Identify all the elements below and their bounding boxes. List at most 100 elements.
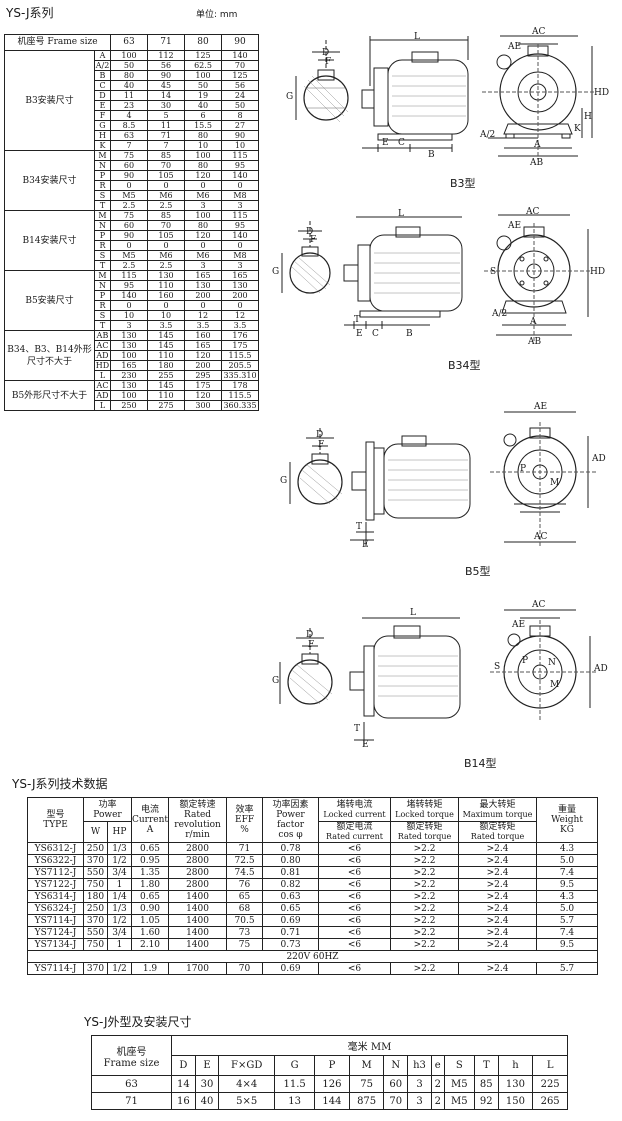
b5-caption: B5型 [465, 565, 491, 578]
dim-value: 3.5 [221, 320, 259, 331]
tech-cell: 3/4 [107, 866, 132, 879]
dim-value: 85 [147, 150, 185, 161]
dim-value: 8.5 [110, 120, 148, 131]
install-col-header: T [473, 1055, 499, 1076]
dim-code: G [94, 120, 111, 131]
dim-value: 4 [110, 110, 148, 121]
tech-cell: 180 [83, 890, 108, 903]
tech-cell: >2.2 [390, 902, 460, 915]
label-a: A [530, 317, 537, 327]
tech-cell: 7.4 [536, 866, 598, 879]
tech-cell: >2.4 [458, 866, 538, 879]
tech-cell: >2.2 [390, 914, 460, 927]
label-b: B [428, 150, 435, 160]
dim-value: 7 [147, 140, 185, 151]
label-d: D [316, 430, 324, 440]
install-value: 3 [407, 1075, 432, 1093]
dim-value: 200 [221, 290, 259, 301]
tech-cell: 750 [83, 878, 108, 891]
tech-cell: <6 [318, 902, 392, 915]
tech-cell: 0.63 [262, 890, 320, 903]
tech-cell: 0.90 [130, 902, 170, 915]
dim-code: AB [94, 330, 111, 341]
label-ab: AB [528, 337, 542, 347]
dim-group-label: B34安装尺寸 [4, 150, 95, 211]
dim-code: M [94, 210, 111, 221]
tech-cell: >2.2 [390, 842, 460, 855]
dim-value: 90 [221, 130, 259, 141]
dim-value: 6 [184, 110, 222, 121]
tech-cell: 7.4 [536, 926, 598, 939]
dim-value: 63 [110, 130, 148, 141]
label-f: F [310, 235, 317, 245]
tech-cell: >2.2 [390, 854, 460, 867]
label-hd: HD [590, 267, 606, 277]
dim-value: 50 [110, 60, 148, 71]
tech-cell: 75 [226, 938, 264, 951]
label-l: L [414, 32, 420, 42]
dim-value: 56 [147, 60, 185, 71]
dim-value: M8 [221, 190, 259, 201]
dim-code: T [94, 320, 111, 331]
label-f: F [325, 57, 332, 67]
install-value: 130 [497, 1075, 534, 1093]
dim-value: 130 [110, 380, 148, 391]
dim-value: 2.5 [147, 260, 185, 271]
frame-size-label: 机座号 Frame size [4, 34, 111, 51]
dim-value: M5 [110, 190, 148, 201]
dim-value: 0 [184, 300, 222, 311]
tech-cell: 1.35 [130, 866, 170, 879]
dim-code: AC [94, 380, 111, 391]
dim-value: 80 [184, 130, 222, 141]
install-col-header: M [348, 1055, 385, 1076]
install-value: 2 [430, 1092, 445, 1110]
label-g: G [286, 92, 294, 102]
dim-value: 0 [110, 180, 148, 191]
install-col-header: E [194, 1055, 220, 1076]
tech-cell: >2.2 [390, 926, 460, 939]
tech-cell: YS7124-J [27, 926, 84, 939]
dim-value: 115.5 [221, 350, 259, 361]
dim-code: M [94, 270, 111, 281]
dim-value: 90 [147, 70, 185, 81]
b3-caption: B3型 [450, 177, 476, 190]
dim-value: 175 [184, 380, 222, 391]
tech-cell: <6 [318, 914, 392, 927]
dim-value: 80 [110, 70, 148, 81]
tech-cell: 1400 [168, 914, 228, 927]
b14-drawing: D F G L T E AC AE AD S P N M [270, 600, 610, 750]
dim-value: 3 [221, 200, 259, 211]
tech-cell: 2800 [168, 866, 228, 879]
tech-cell: 250 [83, 902, 108, 915]
dim-value: 75 [110, 150, 148, 161]
install-col-header: N [383, 1055, 409, 1076]
install-value: 60 [383, 1075, 409, 1093]
install-col-header: G [274, 1055, 316, 1076]
tech-cell: 9.5 [536, 878, 598, 891]
dim-value: 0 [110, 240, 148, 251]
label-k: K [574, 124, 581, 134]
dim-code: L [94, 400, 111, 411]
label-a: A [534, 140, 541, 150]
tech-cell: 0.95 [130, 854, 170, 867]
install-value: 2 [430, 1075, 445, 1093]
tech-cell: >2.4 [458, 890, 538, 903]
tech-cell: >2.2 [390, 878, 460, 891]
dim-code: H [94, 130, 111, 141]
tech-cell: 1/3 [107, 842, 132, 855]
dim-value: 2.5 [147, 200, 185, 211]
label-e: E [362, 740, 369, 750]
label-l: L [398, 209, 404, 219]
install-value: 875 [348, 1092, 385, 1110]
dim-value: 40 [184, 100, 222, 111]
tech-cell: >2.4 [458, 938, 538, 951]
install-value: 126 [314, 1075, 350, 1093]
